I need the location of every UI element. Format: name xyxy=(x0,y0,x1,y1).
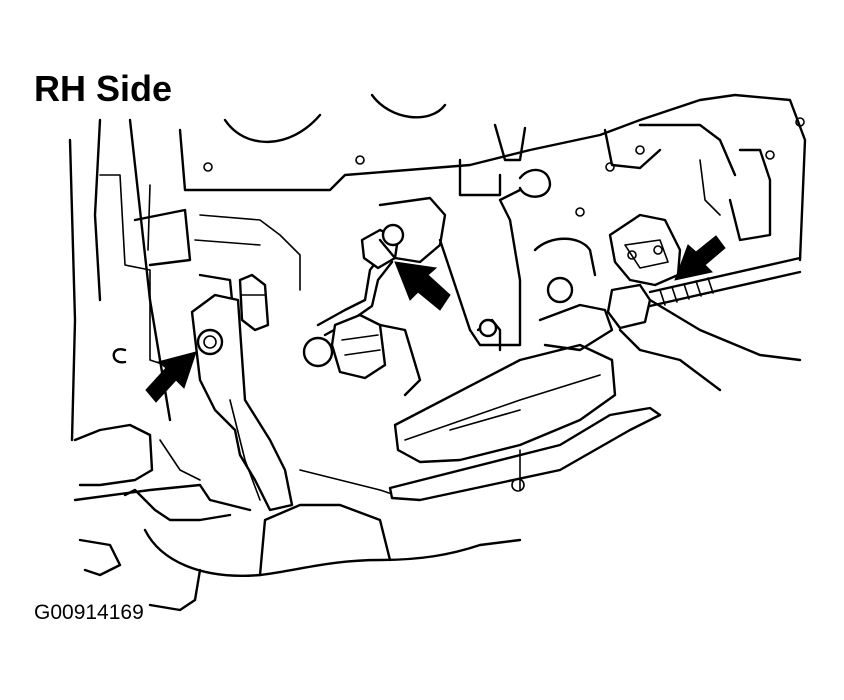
arrow-icon xyxy=(145,351,197,403)
engine-block xyxy=(178,93,807,262)
bracket-bolt xyxy=(196,328,224,356)
figure-code: G00914169 xyxy=(34,601,144,624)
center-mount xyxy=(378,188,662,502)
page-title: RH Side xyxy=(34,68,173,109)
arrow-icon xyxy=(394,261,451,311)
sensor-harness xyxy=(302,228,422,397)
mounting-bracket xyxy=(190,273,294,512)
bracket-bolt-head xyxy=(203,335,217,349)
oil-pan xyxy=(73,423,522,612)
right-assembly xyxy=(533,213,802,392)
left-block xyxy=(68,118,301,442)
arrow-icon xyxy=(674,235,726,281)
